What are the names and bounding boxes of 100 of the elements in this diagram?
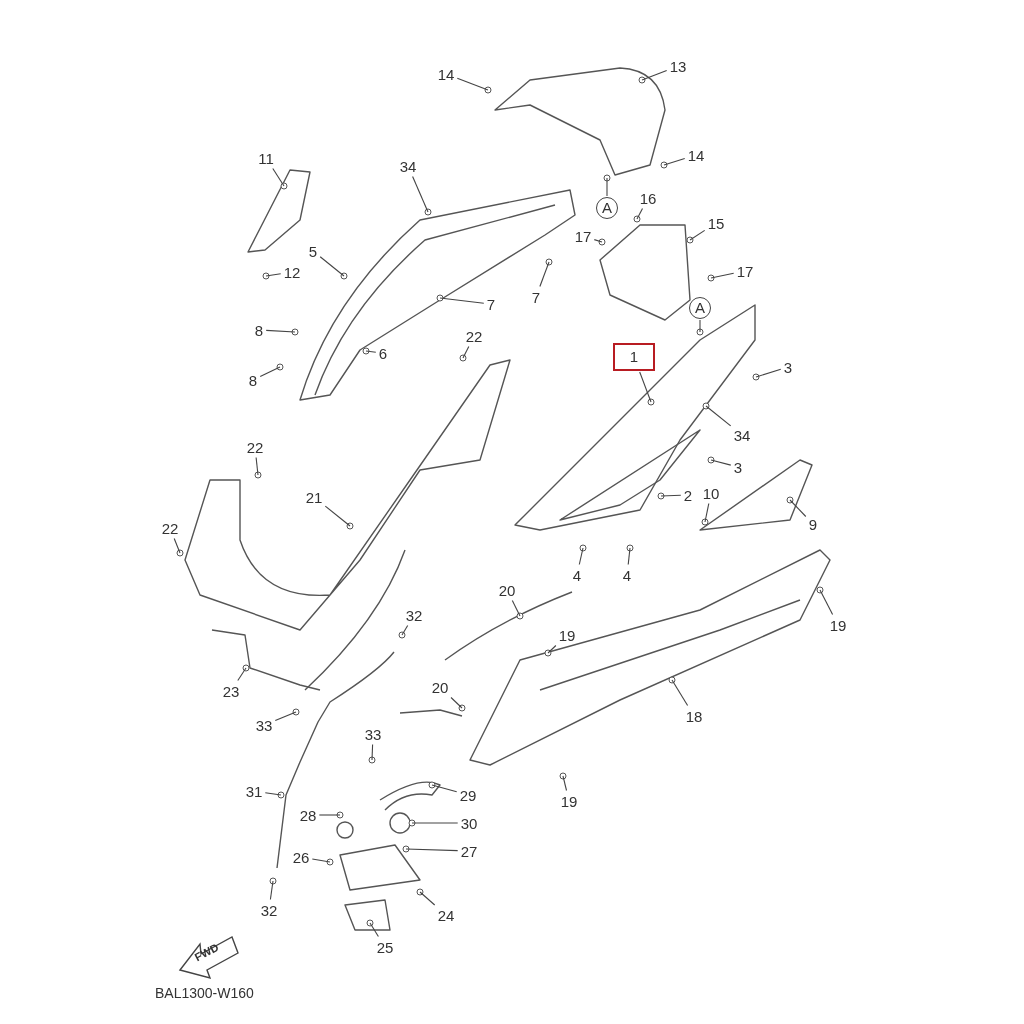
leader-line (663, 157, 686, 166)
leader-line (606, 177, 608, 197)
leader-line (639, 371, 652, 403)
callout-number: 2 (681, 485, 695, 505)
leader-line (636, 207, 644, 220)
callout-number: 8 (252, 320, 266, 340)
drawing-code: BAL1300-W160 (155, 985, 254, 1001)
leader-line (369, 922, 379, 938)
callout-number: 4 (620, 565, 634, 585)
leader-line (539, 261, 550, 288)
callout-number: 9 (806, 514, 820, 534)
callout-number: 5 (306, 241, 320, 261)
callout-number: 26 (290, 847, 312, 867)
callout-number: 20 (496, 580, 518, 600)
leader-line (365, 350, 377, 353)
leader-line (405, 848, 459, 852)
callout-number: 17 (734, 261, 756, 281)
leader-line (264, 792, 282, 796)
callout-number: 19 (558, 791, 580, 811)
callout-number: 24 (435, 905, 457, 925)
callout-number: 31 (243, 781, 265, 801)
leader-line (699, 319, 701, 333)
callout-number: 7 (484, 294, 498, 314)
callout-number: 22 (244, 437, 266, 457)
leader-line (819, 589, 834, 616)
leader-line (265, 273, 282, 277)
callout-number: 8 (246, 370, 260, 390)
reference-mark: A (689, 297, 711, 319)
callout-number: 16 (637, 188, 659, 208)
callout-number: 22 (159, 518, 181, 538)
callout-number: 14 (435, 64, 457, 84)
callout-number: 14 (685, 145, 707, 165)
leader-line (710, 272, 735, 279)
leader-line (255, 456, 259, 476)
leader-line (324, 505, 351, 527)
callout-number: 32 (403, 605, 425, 625)
leader-line (562, 775, 568, 792)
leader-line (411, 822, 459, 824)
leader-line (269, 880, 274, 901)
leader-line (671, 679, 689, 707)
callout-number: 23 (220, 681, 242, 701)
leader-line (265, 329, 296, 333)
reference-mark: A (596, 197, 618, 219)
leader-line (259, 366, 281, 378)
leader-line (704, 502, 710, 523)
leader-line (371, 743, 374, 761)
callout-number: 4 (570, 565, 584, 585)
leader-line (431, 784, 458, 793)
leader-line (419, 891, 436, 906)
leader-line (173, 537, 181, 554)
leader-line (311, 858, 331, 863)
leader-line (641, 69, 668, 81)
leader-line (274, 711, 297, 721)
callout-number: 33 (362, 724, 384, 744)
callout-number: 22 (463, 326, 485, 346)
leader-line (689, 229, 706, 241)
callout-number: 6 (376, 343, 390, 363)
leader-line (450, 696, 463, 709)
callout-number: 13 (667, 56, 689, 76)
leader-line (627, 547, 631, 566)
callout-number: 10 (700, 483, 722, 503)
callout-number: 3 (781, 357, 795, 377)
leader-line (789, 499, 807, 518)
direction-label: FWD (192, 940, 221, 964)
callout-number: 25 (374, 937, 396, 957)
leader-line (439, 297, 485, 304)
callout-number: 20 (429, 677, 451, 697)
callout-number: 29 (457, 785, 479, 805)
callout-number: 27 (458, 841, 480, 861)
leader-line (272, 167, 285, 187)
leader-line (319, 256, 345, 277)
leader-line (593, 239, 603, 243)
callout-number: 32 (258, 900, 280, 920)
callout-number: 18 (683, 706, 705, 726)
leader-line (755, 368, 782, 378)
callout-number: 19 (556, 625, 578, 645)
callout-number: 28 (297, 805, 319, 825)
callout-number: 11 (256, 148, 276, 168)
callout-number: 3 (731, 457, 745, 477)
leader-line (401, 624, 409, 636)
leader-line (237, 667, 247, 682)
leader-line (318, 814, 341, 816)
leader-line (578, 547, 584, 566)
leader-line (511, 599, 521, 617)
callout-number: 34 (731, 425, 753, 445)
leader-line (547, 644, 557, 654)
callout-number: 19 (827, 615, 849, 635)
callout-number: 1 (613, 343, 655, 371)
leader-line (710, 459, 732, 466)
callout-number: 30 (458, 813, 480, 833)
leader-line (462, 345, 470, 359)
leader-line (456, 77, 489, 91)
callout-number: 17 (572, 226, 594, 246)
callout-number: 34 (397, 156, 419, 176)
callout-number: 21 (303, 487, 325, 507)
callout-number: 33 (253, 715, 275, 735)
callout-number: 15 (705, 213, 727, 233)
leader-line (705, 405, 732, 427)
callout-number: 12 (281, 262, 303, 282)
callout-number: 7 (529, 287, 543, 307)
